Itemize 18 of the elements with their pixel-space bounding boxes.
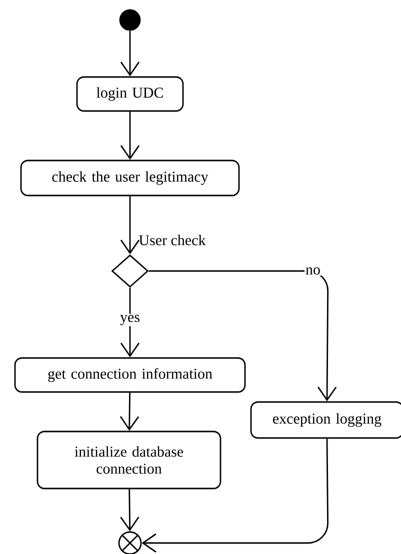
arrow — [120, 112, 140, 160]
arrow — [142, 438, 328, 553]
arrow — [120, 392, 140, 431]
start-dot — [119, 9, 141, 31]
arrow — [120, 489, 140, 532]
edge-label: User check — [139, 234, 206, 246]
activity-box: check the user legitimacy — [20, 160, 240, 196]
arrow — [120, 288, 140, 358]
activity-box: get connection information — [14, 357, 246, 393]
arrow — [120, 196, 140, 254]
arrow — [148, 270, 337, 402]
activity-box: initialize database connection — [36, 430, 222, 490]
activity-box: login UDC — [76, 76, 184, 112]
arrow — [120, 30, 140, 76]
edge-label: yes — [119, 314, 141, 326]
edge-label: no — [304, 266, 322, 276]
activity-box: exception logging — [250, 401, 401, 439]
end-symbol — [118, 531, 142, 554]
